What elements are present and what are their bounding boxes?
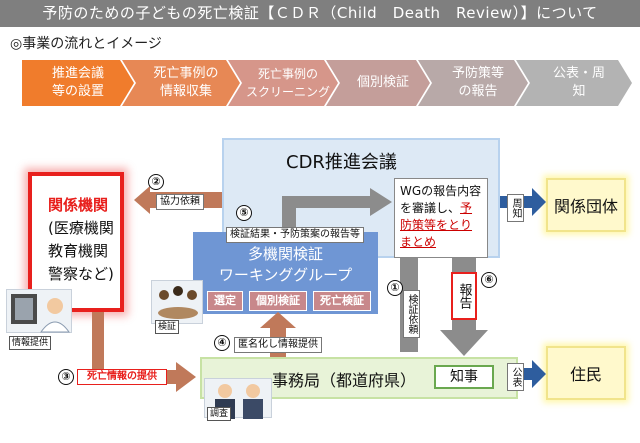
survey-tag: 調査 bbox=[207, 407, 232, 421]
meeting-illustration bbox=[151, 280, 203, 324]
wg-death-review-tag: 死亡検証 bbox=[313, 291, 371, 311]
step-number-2: ② bbox=[148, 174, 164, 190]
step-number-5: ⑤ bbox=[236, 205, 252, 221]
wg-report-text-underlined: 予防策等をとりまとめ bbox=[400, 201, 473, 249]
doctor-icon bbox=[11, 294, 70, 333]
related-agencies-box: 関係機関 (医療機関 教育機関 警察など) bbox=[28, 172, 124, 312]
anonymized-arrow bbox=[260, 312, 296, 357]
meeting-icon bbox=[158, 286, 198, 319]
wg-report-review-box: WGの報告内容を審議し、予防策等をとりまとめ bbox=[394, 178, 488, 258]
cdr-committee-title: CDR推進会議 bbox=[286, 152, 397, 173]
report-label: 報告 bbox=[451, 272, 477, 320]
related-agencies-title: 関係機関 bbox=[48, 196, 109, 214]
request-label: 検証依頼 bbox=[403, 290, 420, 338]
anonymized-label: 匿名化し情報提供 bbox=[234, 337, 322, 353]
working-group-title: 多機関検証 ワーキンググループ bbox=[218, 245, 353, 284]
step-prevention-report: 予防策等 の報告 bbox=[418, 60, 528, 106]
governor-box: 知事 bbox=[434, 365, 494, 389]
notify-label: 周知 bbox=[507, 194, 524, 222]
step-number-1: ① bbox=[387, 280, 403, 296]
wg-select-tag: 選定 bbox=[207, 291, 243, 311]
page-title: 予防のための子どもの死亡検証【ＣＤＲ（Child Death Review）】に… bbox=[0, 0, 640, 27]
secretariat-title: 事務局（都道府県） bbox=[272, 371, 417, 390]
cooperation-label: 協力依頼 bbox=[156, 194, 204, 210]
step-info-collection: 死亡事例の 情報収集 bbox=[122, 60, 240, 106]
wg-report-arrow bbox=[282, 188, 392, 232]
wg-individual-review-tag: 個別検証 bbox=[249, 291, 307, 311]
death-info-label: 死亡情報の提供 bbox=[77, 369, 167, 385]
publish-arrow bbox=[518, 360, 546, 388]
step-publication: 公表・周 知 bbox=[516, 60, 632, 106]
info-provision-tag: 情報提供 bbox=[9, 336, 52, 350]
related-agencies-detail: (医療機関 教育機関 警察など) bbox=[48, 219, 114, 283]
related-groups-box: 関係団体 bbox=[546, 178, 626, 232]
step-number-4: ④ bbox=[214, 335, 230, 351]
publish-label: 公表 bbox=[507, 363, 524, 391]
residents-box: 住民 bbox=[546, 346, 626, 400]
verification-tag: 検証 bbox=[155, 320, 180, 334]
step-number-3: ③ bbox=[58, 369, 74, 385]
wg-report-text: WGの報告内容を審議し、 bbox=[400, 184, 482, 215]
step-individual-review: 個別検証 bbox=[326, 60, 430, 106]
step-number-6: ⑥ bbox=[481, 272, 497, 288]
xray-doctor-illustration bbox=[6, 289, 72, 333]
step-setup: 推進会議 等の設置 bbox=[22, 60, 134, 106]
wg-report-label: 検証結果・予防策案の報告等 bbox=[226, 227, 364, 243]
section-subtitle: ◎事業の流れとイメージ bbox=[10, 36, 162, 52]
step-screening: 死亡事例の スクリーニング bbox=[228, 60, 338, 106]
